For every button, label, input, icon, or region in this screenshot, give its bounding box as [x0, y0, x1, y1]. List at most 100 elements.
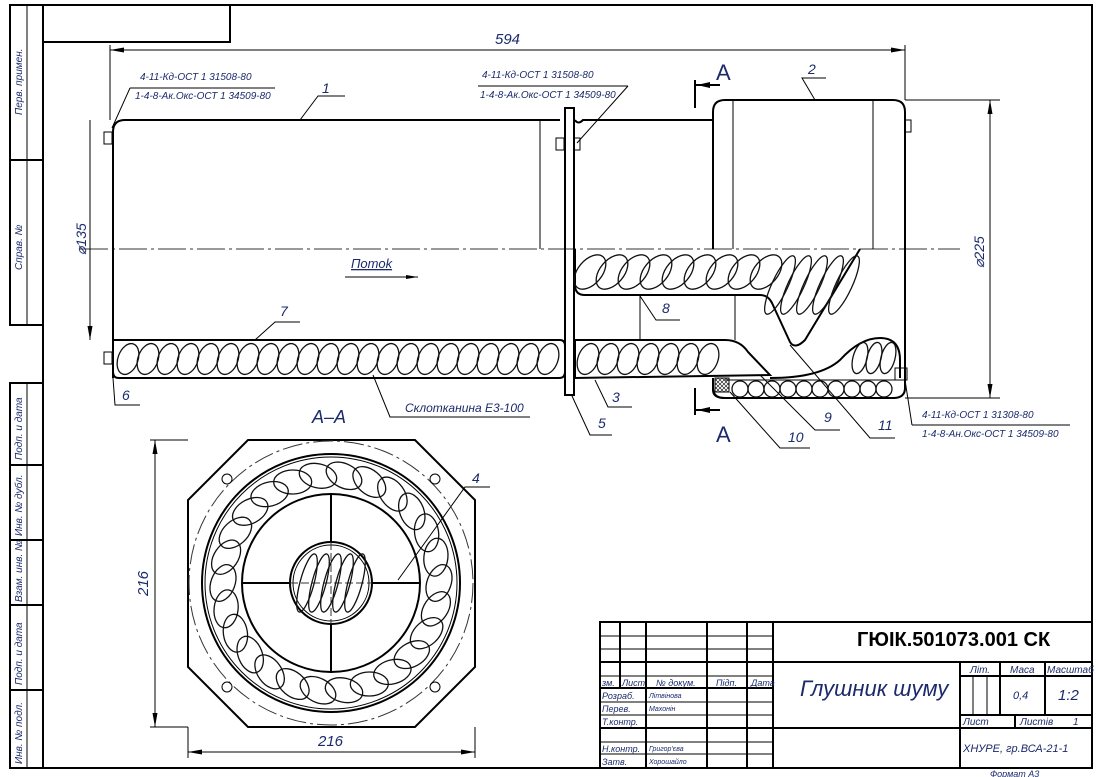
insulation-loop [616, 342, 640, 376]
insulation-loop [373, 658, 412, 686]
section-flange-outline [187, 439, 476, 728]
fastener-note: 4-11-Кд-ОСТ 1 31508-80 1-4-8-Ак.Окс-ОСТ … [111, 72, 275, 129]
insulation-loop [416, 342, 440, 376]
insulation-loop [397, 492, 426, 531]
flange [564, 107, 575, 396]
callout-6: 6 [122, 387, 130, 403]
insulation-loop [536, 342, 560, 376]
svg-text:Літвінова: Літвінова [648, 692, 682, 700]
svg-text:Перев.: Перев. [602, 704, 631, 714]
insulation-loop [476, 342, 500, 376]
mass-value: 0,4 [1013, 690, 1028, 702]
insulation-loop [595, 254, 629, 290]
insulation-loop [705, 254, 739, 290]
section-height-dimension: 216 [135, 570, 152, 597]
screw [221, 681, 233, 693]
screw [429, 473, 441, 485]
material-note: Склотканина Е3-100 [405, 401, 524, 415]
insulation-loop [420, 591, 452, 627]
insulation-loop [236, 342, 260, 376]
insulation-loop [176, 342, 200, 376]
insulation-loop [875, 380, 893, 398]
svg-text:Літ.: Літ. [969, 665, 990, 676]
nut [573, 137, 581, 151]
bolt [904, 119, 912, 133]
insulation-loop [731, 380, 749, 398]
insulation-loop [275, 667, 310, 701]
insulation-loop [425, 564, 453, 602]
insulation-loop [324, 677, 364, 704]
svg-text:Підп.: Підп. [716, 678, 737, 688]
svg-text:Григор'єва: Григор'єва [649, 746, 684, 753]
insulation-loop [780, 255, 812, 315]
insulation-loop [320, 553, 342, 613]
callout-8: 8 [662, 300, 670, 316]
insulation-loop [296, 342, 320, 376]
bolt [103, 131, 113, 145]
insulation-loop [409, 616, 444, 650]
insulation-loop [377, 476, 408, 512]
top-left-field [42, 4, 231, 43]
svg-text:Затв.: Затв. [602, 757, 627, 767]
insulation-loop [727, 254, 761, 290]
insulation-loop [779, 380, 797, 398]
section-view: A–A 216 216 [135, 407, 476, 758]
section-mark-top: A [716, 60, 731, 85]
overall-length-dimension: 594 [495, 31, 520, 48]
insulation-loop [349, 671, 389, 697]
svg-text:1-4-8-Ак.Окс-ОСТ 1 34509-80: 1-4-8-Ак.Окс-ОСТ 1 34509-80 [480, 90, 616, 101]
callout-7: 7 [280, 303, 289, 319]
insulation-loop [764, 255, 796, 315]
svg-text:Листів: Листів [1019, 717, 1053, 728]
insulation-loop [656, 342, 680, 376]
insulation-loop [222, 613, 249, 653]
insulation-loop [276, 342, 300, 376]
svg-text:№ докум.: № докум. [656, 678, 696, 688]
insulation-loop [617, 254, 651, 290]
inlet-pipe [112, 119, 560, 378]
insulation-loop [812, 255, 844, 315]
insulation-loop [352, 465, 387, 499]
insulation-loop [216, 342, 240, 376]
callout-1: 1 [322, 80, 330, 96]
insulation-loop [356, 342, 380, 376]
insulation-loop [676, 342, 700, 376]
insulation-loop [156, 342, 180, 376]
drawing-title: Глушник шуму [800, 676, 950, 701]
insulation-loop [795, 380, 813, 398]
section-mark-bottom: A [716, 422, 731, 447]
insulation-loop [116, 342, 140, 376]
fastener-note: 4-11-Кд-ОСТ 1 31308-80 1-4-8-Ан.Окс-ОСТ … [904, 379, 1070, 440]
insulation-loop [273, 469, 313, 495]
svg-text:4-11-Кд-ОСТ 1 31508-80: 4-11-Кд-ОСТ 1 31508-80 [482, 70, 594, 81]
svg-text:Махонін: Махонін [649, 705, 676, 713]
section-width-dimension: 216 [317, 733, 344, 750]
insulation-loop [296, 553, 318, 613]
insulation-loop [332, 553, 354, 613]
flow-label: Потоk [351, 256, 394, 271]
insulation-loop [828, 255, 860, 315]
insulation-loop [325, 461, 363, 491]
insulation-loop [576, 342, 600, 376]
insulation-loop [236, 635, 265, 674]
callout-3: 3 [612, 389, 620, 405]
svg-text:Хорошайло: Хорошайло [648, 758, 687, 766]
insulation-loop [796, 255, 828, 315]
insulation-loop [344, 553, 366, 613]
organization: ХНУРЕ, гр.ВСА-21-1 [962, 743, 1068, 755]
svg-text:4-11-Кд-ОСТ 1 31508-80: 4-11-Кд-ОСТ 1 31508-80 [140, 72, 252, 83]
insulation-layer [112, 339, 566, 379]
svg-text:Дата: Дата [750, 678, 775, 688]
bolt [894, 367, 908, 381]
insulation-loop [859, 380, 877, 398]
callout-11: 11 [878, 417, 893, 433]
svg-text:Лист: Лист [621, 678, 646, 688]
margin-label: Подп. и дата [14, 397, 25, 460]
fastener-note: 4-11-Кд-ОСТ 1 31508-80 1-4-8-Ак.Окс-ОСТ … [478, 70, 629, 144]
insulation-loop [376, 342, 400, 376]
callout-5: 5 [598, 415, 606, 431]
insulation-loop [851, 341, 869, 375]
insulation-loop [696, 342, 720, 376]
insulation-loop [683, 254, 717, 290]
svg-text:1-4-8-Ак.Окс-ОСТ 1 34509-80: 1-4-8-Ак.Окс-ОСТ 1 34509-80 [135, 91, 271, 102]
